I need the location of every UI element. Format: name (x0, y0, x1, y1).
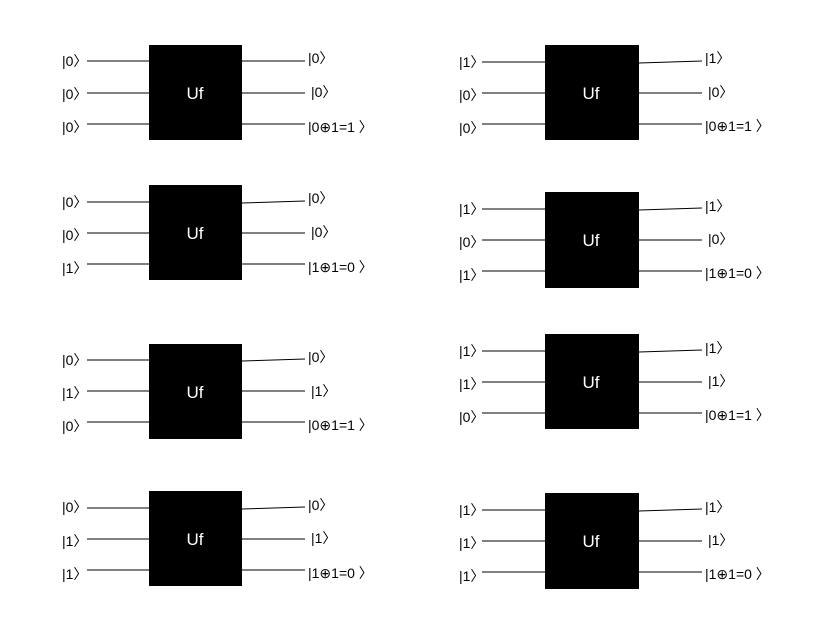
gate-label: Uf (187, 224, 204, 243)
circuit: Uf |1〉 |1〉 |0〉 |1〉 |1〉 |0⊕1=1 〉 (459, 334, 770, 429)
output-wire (638, 508, 703, 512)
gate-box (545, 45, 639, 140)
gate-label: Uf (583, 532, 600, 551)
output-ket: |0〉 (708, 231, 733, 247)
output-ket: |0〉 (308, 50, 333, 66)
input-ket: |0〉 (62, 119, 87, 135)
circuit: Uf |0〉 |1〉 |0〉 |0〉 |1〉 |0⊕1=1 〉 (62, 344, 373, 439)
output-ket: |0⊕1=1 〉 (705, 118, 770, 134)
input-ket: |1〉 (459, 201, 484, 217)
output-wire (241, 358, 306, 362)
output-ket: |1⊕1=0 〉 (705, 265, 770, 281)
output-ket: |0〉 (311, 84, 336, 100)
input-ket: |1〉 (459, 267, 484, 283)
input-ket: |0〉 (459, 234, 484, 250)
gate-box (149, 491, 242, 586)
input-ket: |1〉 (62, 533, 87, 549)
input-ket: |1〉 (62, 260, 87, 276)
gate-label: Uf (187, 84, 204, 103)
input-ket: |1〉 (62, 385, 87, 401)
input-ket: |0〉 (62, 418, 87, 434)
gate-label: Uf (583, 84, 600, 103)
input-ket: |0〉 (62, 86, 87, 102)
output-ket: |0〉 (308, 190, 333, 206)
output-ket: |1〉 (708, 373, 733, 389)
input-ket: |0〉 (62, 352, 87, 368)
output-ket: |1⊕1=0 〉 (308, 259, 373, 275)
output-ket: |1〉 (705, 340, 730, 356)
output-ket: |1〉 (705, 50, 730, 66)
gate-label: Uf (583, 373, 600, 392)
output-wire (638, 60, 703, 64)
output-ket: |1⊕1=0 〉 (705, 566, 770, 582)
gate-box (545, 493, 639, 589)
circuit: Uf |0〉 |0〉 |1〉 |0〉 |0〉 |1⊕1=0 〉 (62, 185, 373, 280)
output-ket: |0〉 (308, 349, 333, 365)
output-ket: |1⊕1=0 〉 (308, 565, 373, 581)
output-ket: |1〉 (705, 198, 730, 214)
output-ket: |0〉 (708, 84, 733, 100)
input-ket: |1〉 (459, 568, 484, 584)
gate-box (149, 344, 242, 439)
input-ket: |1〉 (62, 566, 87, 582)
input-ket: |1〉 (459, 376, 484, 392)
input-ket: |1〉 (459, 54, 484, 70)
gate-box (149, 45, 242, 140)
input-ket: |0〉 (62, 227, 87, 243)
output-wire (638, 349, 703, 353)
output-wire (241, 506, 306, 510)
output-ket: |0〉 (311, 224, 336, 240)
input-ket: |0〉 (62, 499, 87, 515)
input-ket: |0〉 (62, 53, 87, 69)
circuit: Uf |1〉 |1〉 |1〉 |1〉 |1〉 |1⊕1=0 〉 (459, 493, 770, 589)
input-ket: |0〉 (62, 194, 87, 210)
gate-label: Uf (583, 231, 600, 250)
gate-label: Uf (187, 530, 204, 549)
input-ket: |0〉 (459, 409, 484, 425)
input-ket: |0〉 (459, 87, 484, 103)
output-wire (241, 200, 306, 204)
gate-box (149, 185, 242, 280)
output-ket: |1〉 (705, 499, 730, 515)
input-ket: |1〉 (459, 502, 484, 518)
circuit: Uf |1〉 |0〉 |1〉 |1〉 |0〉 |1⊕1=0 〉 (459, 192, 770, 288)
circuit: Uf |0〉 |0〉 |0〉 |0〉 |0〉 |0⊕1=1 〉 (62, 45, 373, 140)
output-ket: |0⊕1=1 〉 (308, 417, 373, 433)
output-ket: |0⊕1=1 〉 (705, 407, 770, 423)
input-ket: |1〉 (459, 535, 484, 551)
gate-label: Uf (187, 383, 204, 402)
output-ket: |1〉 (311, 383, 336, 399)
output-ket: |1〉 (708, 532, 733, 548)
input-ket: |1〉 (459, 343, 484, 359)
gate-box (545, 334, 639, 429)
circuit: Uf |0〉 |1〉 |1〉 |0〉 |1〉 |1⊕1=0 〉 (62, 491, 373, 586)
gate-box (545, 192, 639, 288)
output-ket: |0⊕1=1 〉 (308, 119, 373, 135)
circuit: Uf |1〉 |0〉 |0〉 |1〉 |0〉 |0⊕1=1 〉 (459, 45, 770, 140)
output-ket: |1〉 (311, 530, 336, 546)
input-ket: |0〉 (459, 120, 484, 136)
output-wire (638, 207, 703, 211)
output-ket: |0〉 (308, 497, 333, 513)
